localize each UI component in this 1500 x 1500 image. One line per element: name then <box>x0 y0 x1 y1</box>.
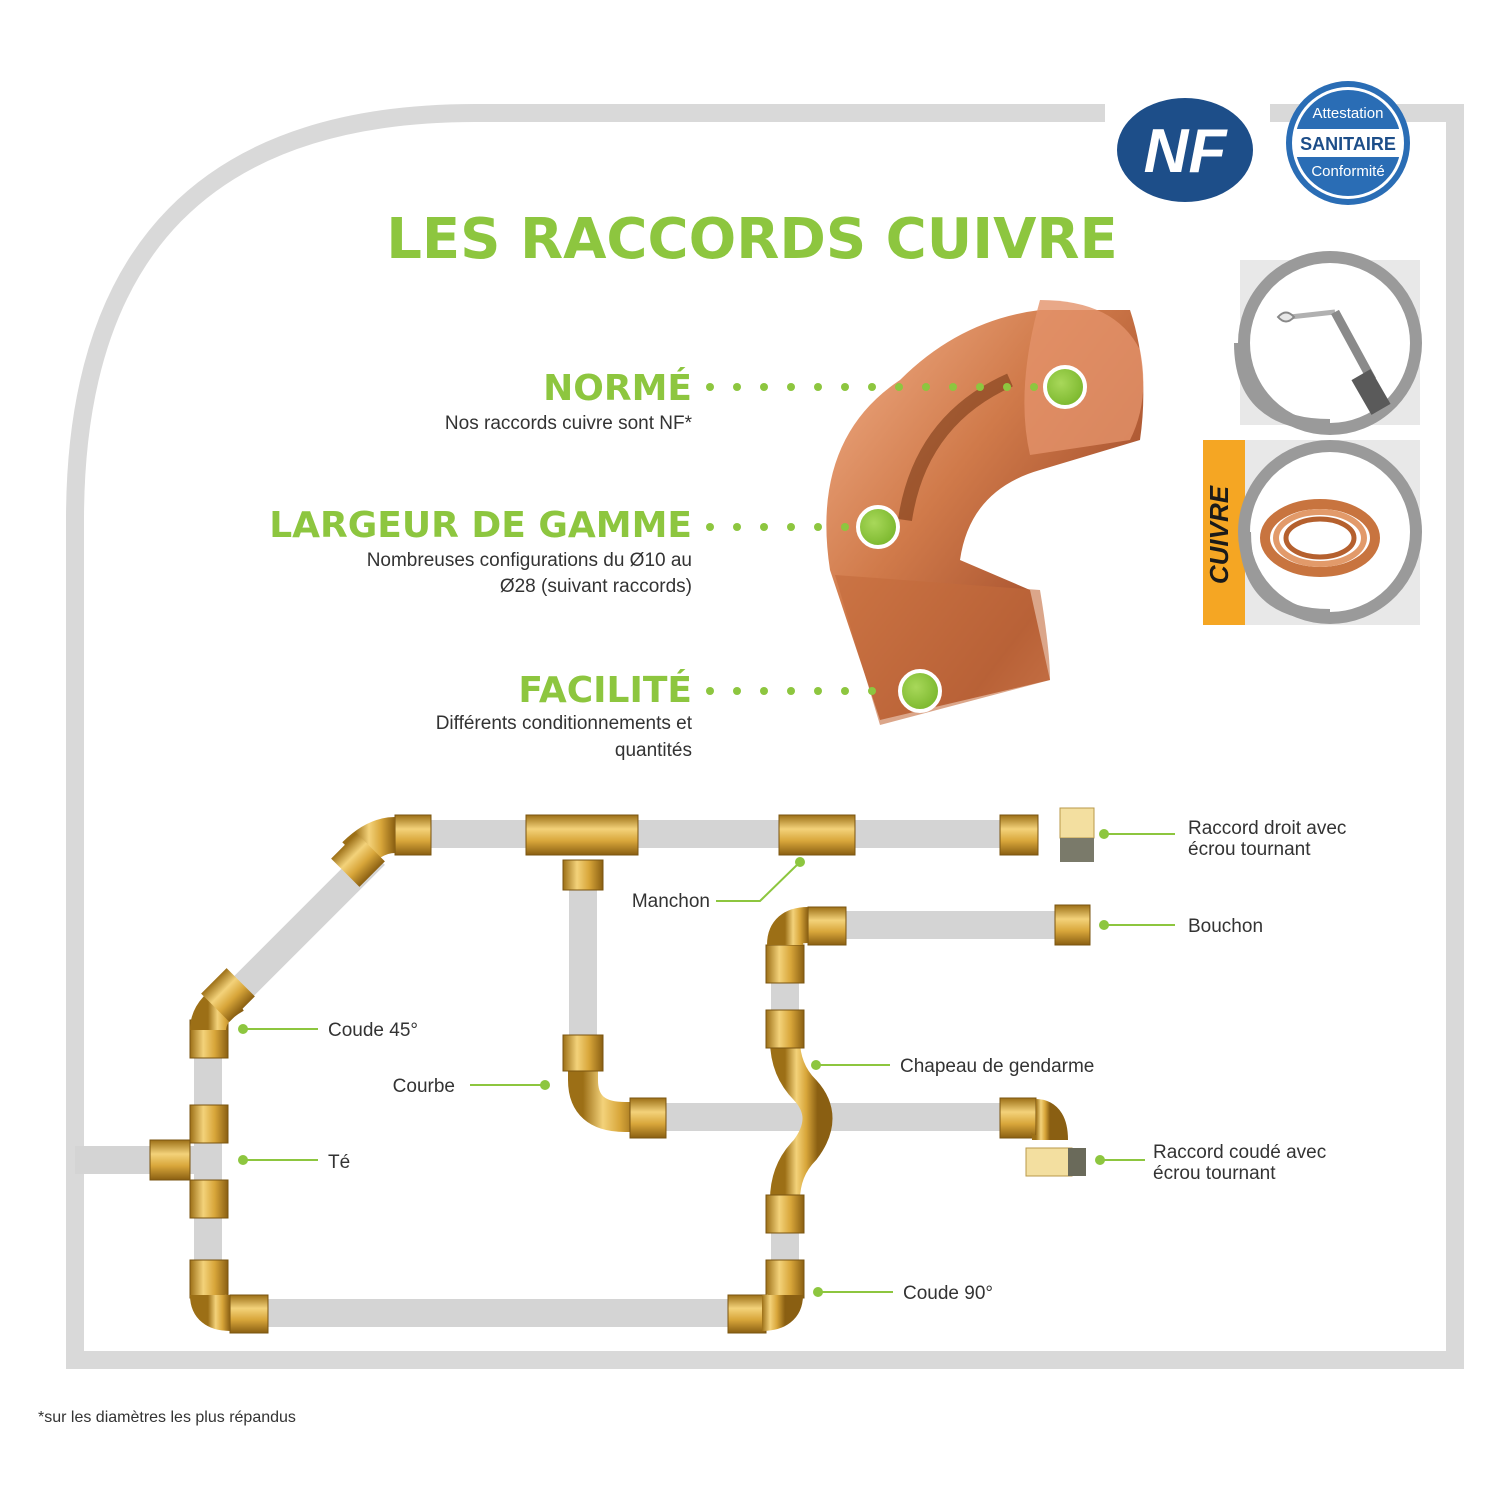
coude45-top-sleeve <box>394 814 432 856</box>
label-raccord-coude: Raccord coudé avec <box>1153 1142 1326 1163</box>
bottom-left-sleeve <box>229 1294 269 1334</box>
coude90-elbow <box>761 1293 803 1331</box>
label-coude45: Coude 45° <box>328 1020 418 1041</box>
sanitaire-top-text: Attestation <box>1313 105 1384 122</box>
raccord-droit-nut-base <box>1060 838 1094 862</box>
label-manchon: Manchon <box>632 891 710 912</box>
sanitaire-bottom-text: Conformité <box>1311 163 1384 180</box>
outer-frame <box>66 104 1464 1369</box>
label-raccord-droit-line2: écrou tournant <box>1188 839 1311 860</box>
raccord-coude-elbow <box>1030 1099 1068 1141</box>
feature-desc: Différents conditionnements et <box>436 713 693 734</box>
dotted-leader <box>706 383 1038 391</box>
feature-norme: NORMÉ Nos raccords cuivre sont NF* <box>445 365 1087 434</box>
label-courbe: Courbe <box>393 1076 455 1097</box>
label-chapeau: Chapeau de gendarme <box>900 1056 1094 1077</box>
nf-logo: NF <box>1117 98 1253 202</box>
manchon-fitting <box>778 814 856 856</box>
feature-title: LARGEUR DE GAMME <box>269 505 692 546</box>
cuivre-label: CUIVRE <box>1204 485 1234 584</box>
dotted-leader <box>706 523 849 531</box>
diagonal-top-sleeve <box>331 833 385 887</box>
coude90-left-sleeve <box>189 1259 229 1299</box>
label-bouchon: Bouchon <box>1188 916 1263 937</box>
feature-desc: quantités <box>615 740 692 761</box>
feature-desc: Ø28 (suivant raccords) <box>500 576 692 597</box>
diagram-leaders <box>238 829 1175 1297</box>
bouchon-run-sleeve <box>807 906 847 946</box>
feature-desc: Nos raccords cuivre sont NF* <box>445 413 693 434</box>
te-inlet-sleeve <box>149 1139 191 1181</box>
dotted-leader <box>706 687 876 695</box>
diagram-labels: Raccord droit avec écrou tournant Boucho… <box>328 818 1346 1304</box>
marker-dot <box>856 505 900 549</box>
nf-logo-text: NF <box>1144 117 1229 186</box>
courbe-sleeve <box>562 1034 604 1072</box>
label-raccord-droit: Raccord droit avec <box>1188 818 1346 839</box>
sanitaire-middle-text: SANITAIRE <box>1300 134 1396 154</box>
te-sleeve-bottom <box>189 1179 229 1219</box>
raccord-coude-sleeve <box>999 1097 1037 1139</box>
raccord-coude-nut <box>1025 1147 1073 1177</box>
feature-desc: Nombreuses configurations du Ø10 au <box>367 550 692 571</box>
top-right-elbow <box>767 907 810 947</box>
courbe-fitting <box>568 1060 640 1132</box>
te-top-fitting <box>525 814 639 856</box>
pipe-network <box>75 807 1095 1334</box>
bottom-right-sleeve <box>727 1294 767 1334</box>
torch-icon <box>1234 251 1422 435</box>
bouchon-fitting <box>1054 904 1091 946</box>
feature-title: FACILITÉ <box>518 669 692 711</box>
page-title: LES RACCORDS CUIVRE <box>386 207 1118 272</box>
chapeau-bottom-sleeve <box>765 1194 805 1234</box>
te-sleeve-top <box>189 1104 229 1144</box>
feature-facilite: FACILITÉ Différents conditionnements et … <box>436 669 942 761</box>
raccord-droit-sleeve <box>999 814 1039 856</box>
coude90-right-sleeve <box>765 1259 805 1299</box>
feature-largeur: LARGEUR DE GAMME Nombreuses configuratio… <box>269 505 900 597</box>
courbe-horizontal-sleeve <box>629 1097 667 1139</box>
raccord-droit-nut <box>1059 807 1095 839</box>
copper-coil-icon: CUIVRE <box>1203 440 1422 625</box>
label-te: Té <box>328 1152 350 1173</box>
marker-dot <box>1043 365 1087 409</box>
sanitaire-badge: Attestation SANITAIRE Conformité <box>1286 81 1410 205</box>
marker-dot <box>898 669 942 713</box>
top-right-elbow-sleeve <box>765 944 805 984</box>
feature-title: NORMÉ <box>543 367 692 409</box>
chapeau-de-gendarme-fitting <box>770 1039 833 1201</box>
label-raccord-coude-line2: écrou tournant <box>1153 1163 1276 1184</box>
footnote: *sur les diamètres les plus répandus <box>38 1409 296 1426</box>
diagonal-bottom-sleeve <box>201 968 255 1022</box>
te-branch-sleeve <box>562 859 604 891</box>
raccord-coude-nut-base <box>1068 1148 1086 1176</box>
chapeau-top-sleeve <box>765 1009 805 1049</box>
label-coude90: Coude 90° <box>903 1283 993 1304</box>
bottom-left-elbow <box>190 1293 231 1331</box>
